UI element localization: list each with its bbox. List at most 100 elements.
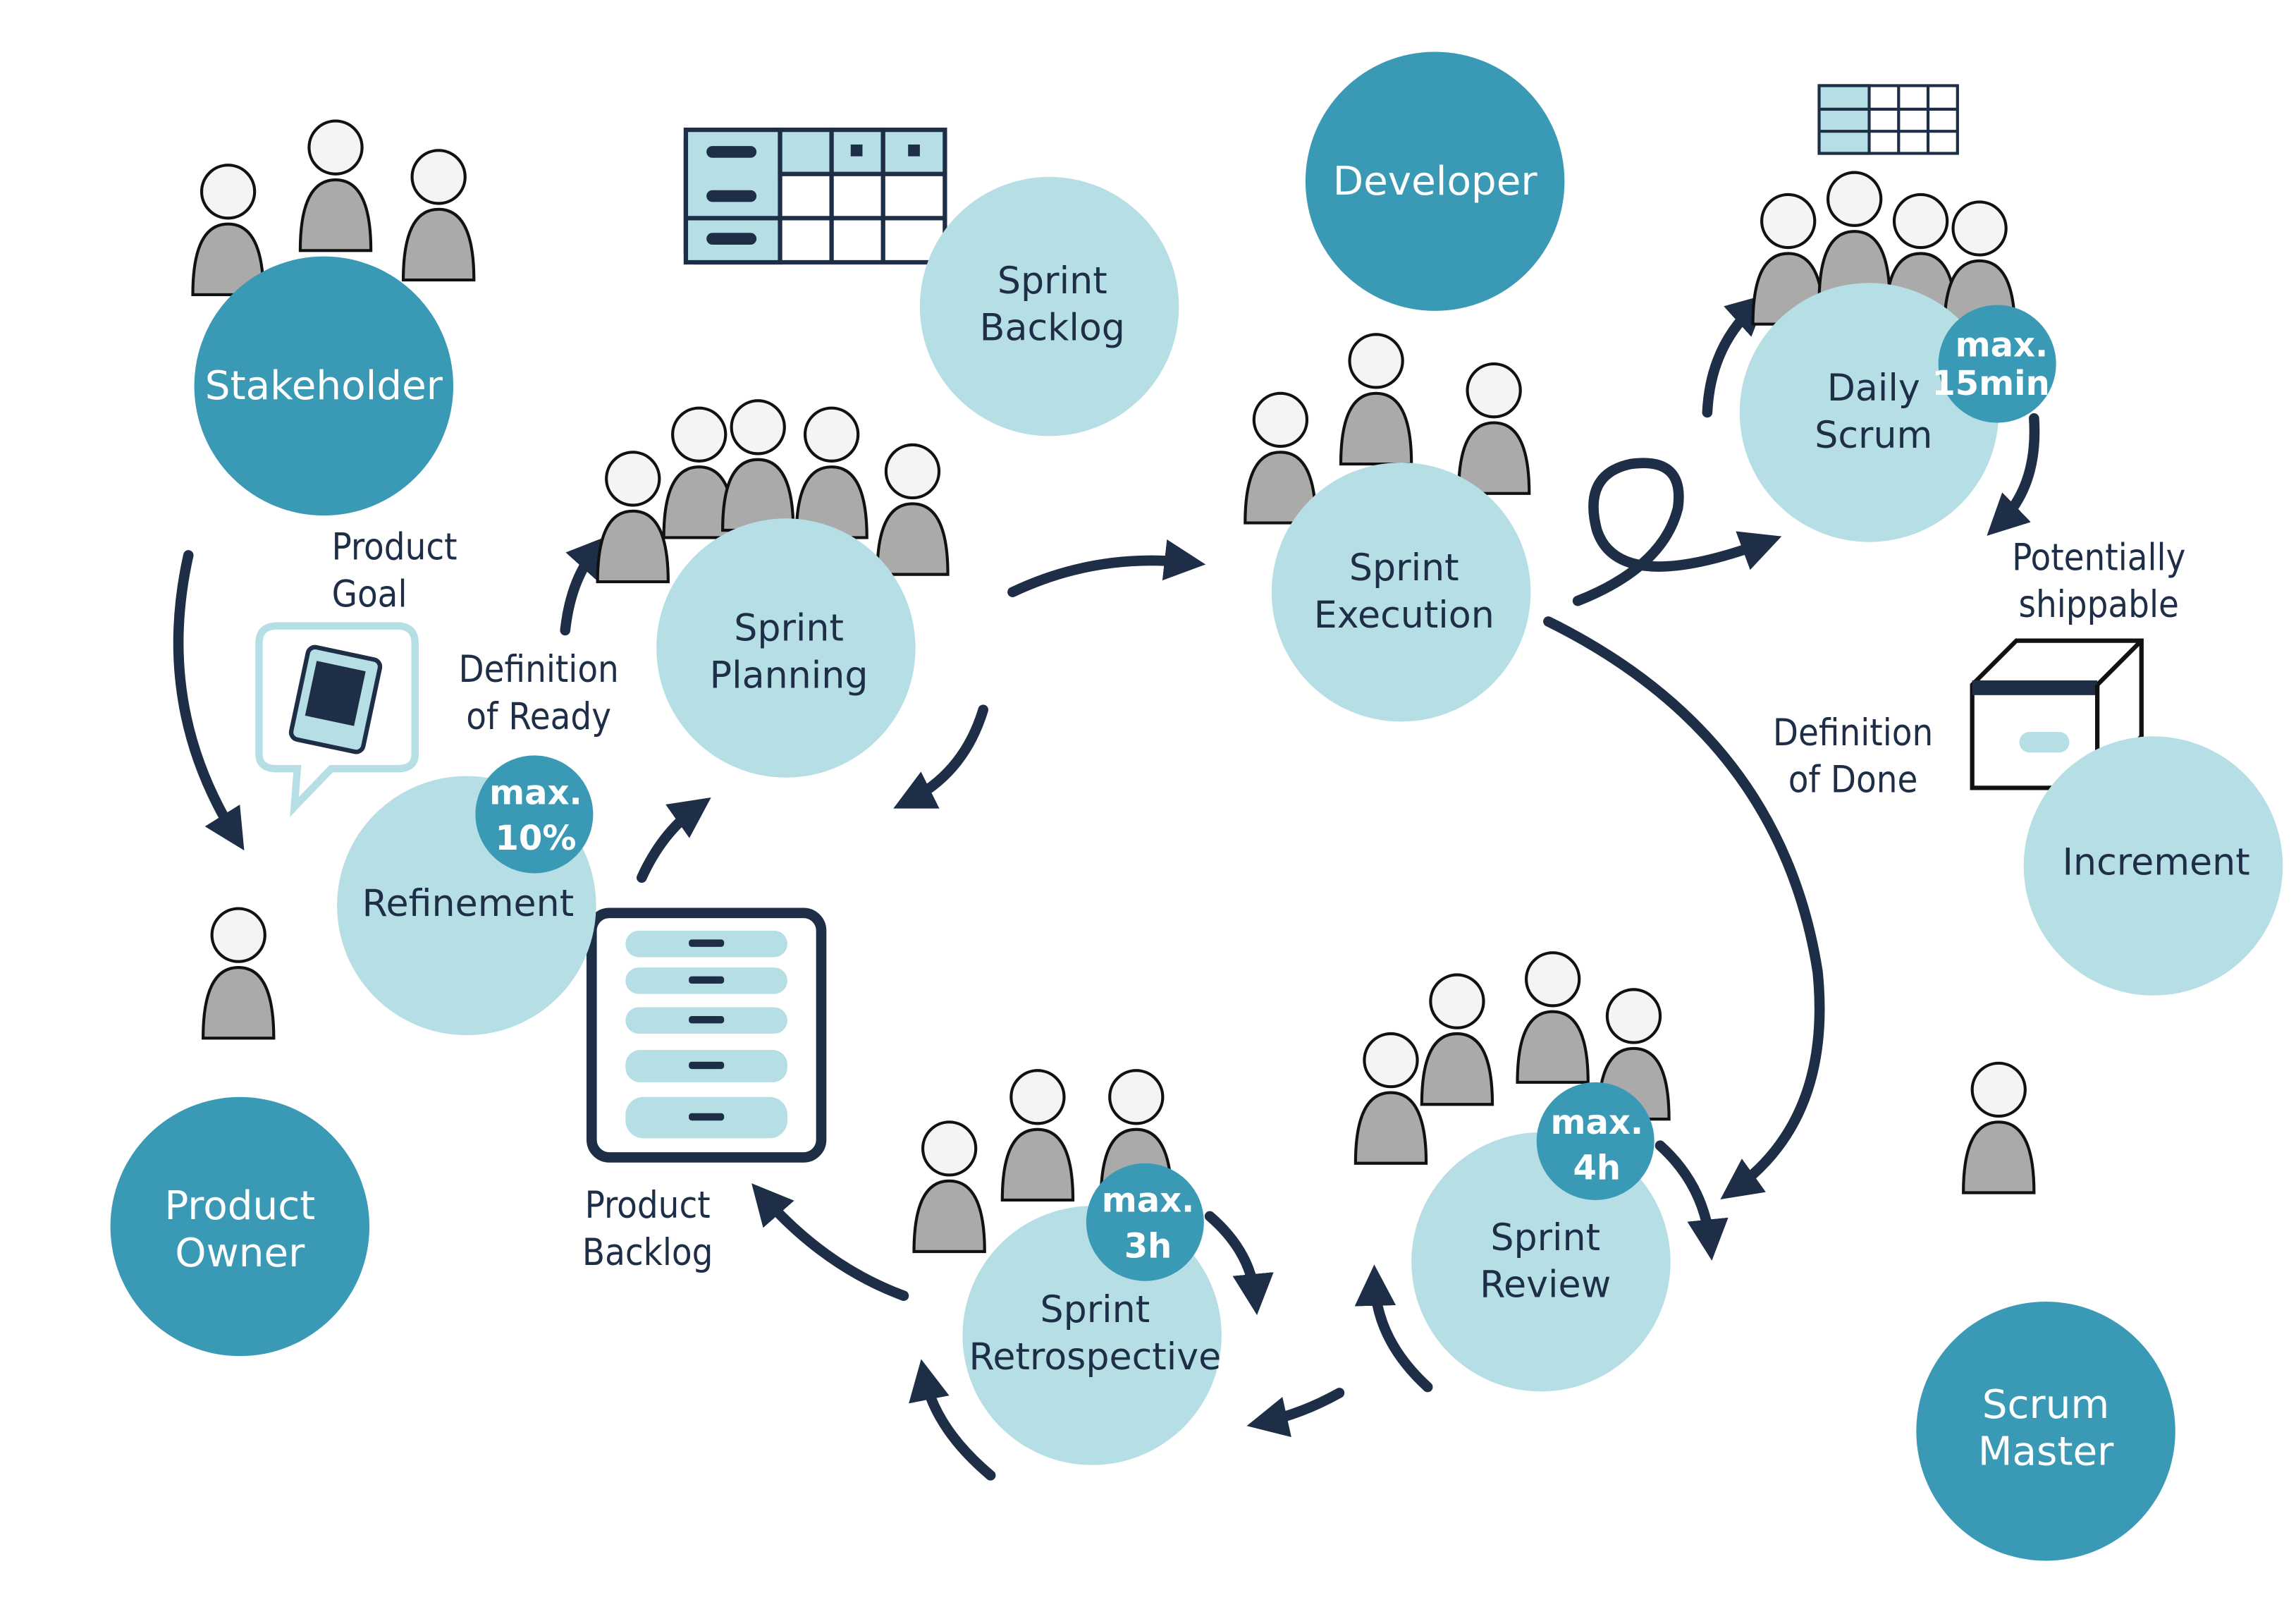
people-group-icon — [596, 399, 950, 584]
arrow-review-up — [1354, 1264, 1433, 1393]
arrow-planning-to-refinement — [893, 704, 988, 809]
arrow-ready-to-planning — [560, 535, 609, 636]
people-group-icon — [1353, 951, 1671, 1165]
svg-text:max.10%: max.10% — [489, 773, 582, 858]
person-head-icon — [307, 119, 364, 176]
svg-text:max.15min.: max.15min. — [1932, 326, 2063, 403]
person-body-icon — [191, 222, 265, 297]
person-head-icon — [210, 907, 266, 963]
person-head-icon — [1363, 1032, 1419, 1089]
person-head-icon — [1951, 200, 2008, 257]
event-increment: Increment — [2023, 736, 2283, 996]
person-head-icon — [1826, 171, 1883, 227]
person-body-icon — [1420, 1032, 1494, 1106]
arrow-retro-to-backlog — [751, 1183, 909, 1301]
person-head-icon — [1605, 988, 1662, 1044]
arrow-stakeholder-to-po — [173, 550, 245, 851]
person-body-icon — [794, 465, 868, 539]
person-body-icon — [1456, 421, 1531, 495]
person-body-icon — [298, 178, 373, 252]
arrow-backlog-to-planning — [636, 797, 711, 884]
person-head-icon — [1429, 973, 1485, 1029]
svg-text:Stakeholder: Stakeholder — [205, 363, 443, 409]
person-head-icon — [921, 1120, 978, 1177]
person-body-icon — [1962, 1120, 2036, 1194]
person-body-icon — [1516, 1010, 1590, 1084]
person-body-icon — [401, 207, 476, 282]
badge-retro-timebox: max.3h — [1086, 1163, 1204, 1281]
person-head-icon — [671, 406, 728, 463]
badge-daily-timebox: max.15min. — [1932, 305, 2063, 423]
person-body-icon — [912, 1179, 986, 1254]
person-head-icon — [1252, 391, 1309, 448]
arrow-planning-to-execution — [1007, 539, 1206, 597]
arrow-review-to-retro — [1246, 1388, 1345, 1438]
person-head-icon — [1970, 1061, 2027, 1118]
person-body-icon — [1244, 451, 1318, 525]
badge-review-timebox: max.4h — [1536, 1082, 1655, 1200]
arrow-daily-up — [1702, 293, 1769, 418]
person-head-icon — [1466, 362, 1522, 419]
sprint-backlog-board-icon — [683, 127, 947, 265]
person-body-icon — [1000, 1127, 1075, 1202]
person-body-icon — [1353, 1091, 1428, 1165]
role-stakeholder: Stakeholder — [194, 256, 454, 516]
svg-text:Refinement: Refinement — [362, 883, 575, 925]
arrow-retro-up — [909, 1359, 996, 1481]
person-head-icon — [884, 443, 941, 500]
svg-text:Increment: Increment — [2063, 842, 2250, 884]
person-body-icon — [721, 458, 795, 532]
svg-text:max.3h: max.3h — [1102, 1181, 1195, 1266]
person-head-icon — [1524, 951, 1581, 1008]
person-head-icon — [1892, 192, 1949, 250]
svg-text:Developer: Developer — [1333, 159, 1538, 204]
person-head-icon — [730, 399, 786, 456]
people-group-icon — [191, 119, 476, 297]
arrow-retro-badge — [1204, 1211, 1274, 1316]
person-head-icon — [803, 406, 860, 463]
daily-board-icon — [1817, 84, 1959, 155]
product-goal-tablet-bubble-icon — [255, 622, 419, 817]
person-body-icon — [876, 502, 950, 576]
badge-refinement-timebox: max.10% — [475, 755, 594, 874]
product-backlog-icon — [586, 907, 827, 1163]
person-head-icon — [1108, 1069, 1165, 1125]
person-body-icon — [1339, 391, 1413, 466]
person-body-icon — [596, 509, 670, 584]
people-group-icon — [1962, 1061, 2036, 1194]
arrow-review-badge — [1655, 1140, 1729, 1261]
people-group-icon — [1244, 333, 1531, 525]
people-group-icon — [202, 907, 276, 1040]
flow-arrows — [173, 293, 2040, 1481]
person-head-icon — [1009, 1069, 1066, 1125]
person-head-icon — [605, 451, 661, 507]
arrow-execution-to-review — [1543, 616, 1825, 1199]
svg-text:max.4h: max.4h — [1550, 1103, 1643, 1188]
arrow-daily-down — [1987, 413, 2040, 536]
person-head-icon — [199, 164, 257, 220]
role-developer: Developer — [1305, 51, 1565, 311]
people-illustrations — [191, 119, 2036, 1254]
person-head-icon — [1348, 333, 1404, 389]
person-body-icon — [202, 965, 276, 1040]
